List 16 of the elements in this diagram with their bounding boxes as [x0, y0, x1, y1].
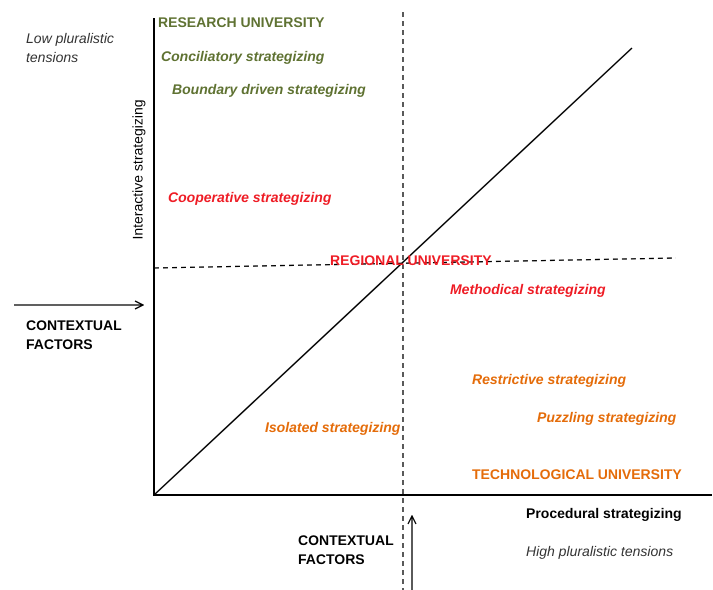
quadrant-heading: TECHNOLOGICAL UNIVERSITY — [472, 465, 682, 484]
strategy-label: Restrictive strategizing — [472, 370, 626, 389]
quadrant-heading: RESEARCH UNIVERSITY — [158, 13, 324, 32]
axis-title: Interactive strategizing — [128, 98, 146, 242]
strategy-label: Boundary driven strategizing — [172, 80, 366, 99]
strategy-label: Methodical strategizing — [450, 280, 606, 299]
strategy-label: Conciliatory strategizing — [161, 47, 324, 66]
axis-note: High pluralistic tensions — [526, 542, 674, 561]
strategy-label: Isolated strategizing — [265, 418, 400, 437]
factor-label: CONTEXTUAL FACTORS — [298, 531, 394, 569]
quadrant-heading: REGIONAL UNIVERSITY — [330, 251, 492, 270]
axis-title: Procedural strategizing — [526, 504, 682, 523]
strategy-label: Puzzling strategizing — [537, 408, 676, 427]
strategy-label: Cooperative strategizing — [168, 188, 332, 207]
axis-note: Low pluralistic tensions — [26, 29, 115, 67]
factor-label: CONTEXTUAL FACTORS — [26, 316, 122, 354]
